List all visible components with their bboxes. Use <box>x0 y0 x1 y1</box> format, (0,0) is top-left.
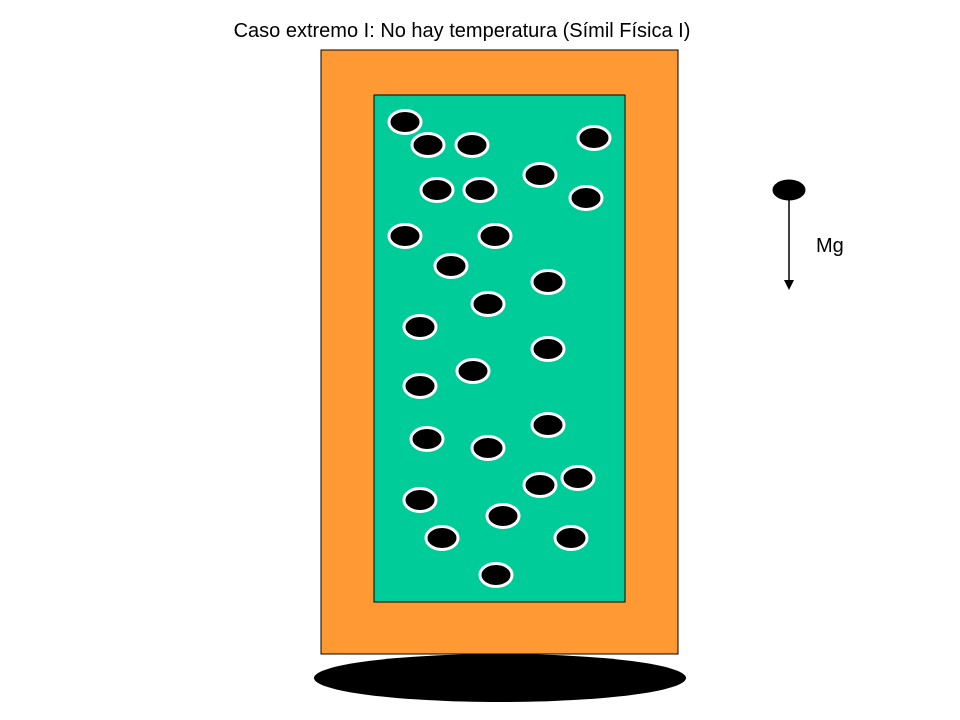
particle-icon <box>568 185 604 211</box>
particle-icon <box>530 336 566 362</box>
particle-icon <box>462 177 498 203</box>
force-label: Mg <box>816 235 844 257</box>
particles-group <box>387 109 612 588</box>
mass-ball-icon <box>769 176 809 204</box>
particle-icon <box>402 314 438 340</box>
particle-icon <box>455 358 491 384</box>
particle-icon <box>470 291 506 317</box>
particle-icon <box>454 132 490 158</box>
particle-icon <box>530 412 566 438</box>
particle-icon <box>419 177 455 203</box>
particle-icon <box>576 125 612 151</box>
particle-icon <box>387 109 423 135</box>
base-support <box>314 654 686 702</box>
particle-icon <box>478 562 514 588</box>
particle-icon <box>402 487 438 513</box>
particle-icon <box>530 269 566 295</box>
particle-icon <box>553 525 589 551</box>
particle-icon <box>522 472 558 498</box>
particle-icon <box>433 253 469 279</box>
particle-icon <box>410 132 446 158</box>
particle-icon <box>409 426 445 452</box>
particle-icon <box>424 525 460 551</box>
particle-icon <box>560 465 596 491</box>
slide-title: Caso extremo I: No hay temperatura (Sími… <box>233 20 691 42</box>
particle-icon <box>470 435 506 461</box>
particle-icon <box>477 223 513 249</box>
particle-icon <box>485 503 521 529</box>
particle-icon <box>402 373 438 399</box>
particle-icon <box>387 223 423 249</box>
particle-icon <box>522 162 558 188</box>
